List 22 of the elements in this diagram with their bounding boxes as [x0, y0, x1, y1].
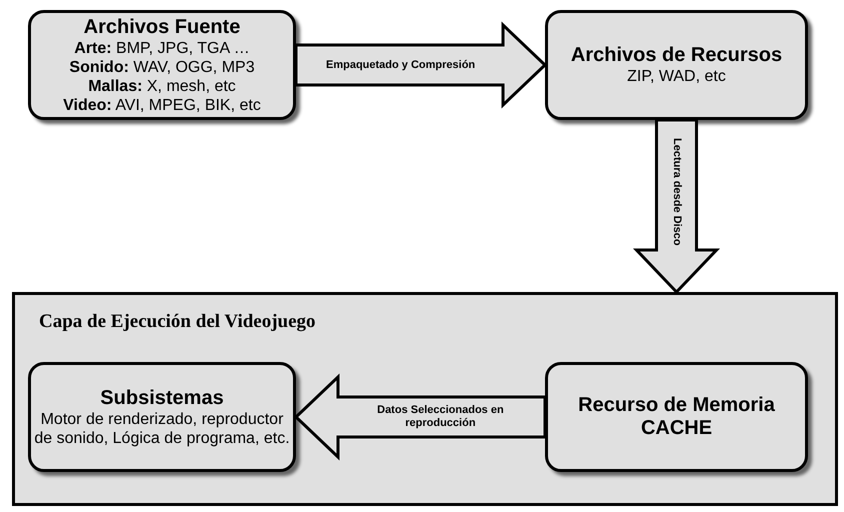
- layer-title: Capa de Ejecución del Videojuego: [39, 311, 316, 333]
- box-text: Mallas: X, mesh, etc: [88, 76, 236, 96]
- box-heading: Recurso de Memoria CACHE: [577, 394, 776, 440]
- box-text: Motor de renderizado, reproductor de sonido, Lógica de programa, etc.: [33, 410, 291, 448]
- block-arrow: [294, 22, 548, 108]
- memory-cache-box: [545, 362, 808, 472]
- block-arrow: [294, 374, 546, 460]
- box-text: Sonido: WAV, OGG, MP3: [69, 58, 255, 76]
- box-text: Video: AVI, MPEG, BIK, etc: [63, 96, 261, 114]
- box-heading: Subsistemas: [100, 386, 224, 410]
- runtime-layer-panel: [12, 292, 838, 506]
- source-files-box: [28, 10, 296, 120]
- resource-files-box: [545, 10, 808, 120]
- box-heading: Archivos Fuente: [84, 16, 240, 38]
- subsystems-box: [28, 362, 296, 472]
- edge-label: Lectura desde Disco: [670, 138, 683, 246]
- edge-label: Datos Seleccionados en reproducción: [376, 404, 505, 430]
- block-arrow: [633, 118, 720, 294]
- box-text: ZIP, WAD, etc: [627, 67, 726, 86]
- box-text: Arte: BMP, JPG, TGA …: [74, 38, 250, 58]
- box-heading: Archivos de Recursos: [570, 44, 782, 67]
- edge-label: Empaquetado y Compresión: [325, 58, 476, 72]
